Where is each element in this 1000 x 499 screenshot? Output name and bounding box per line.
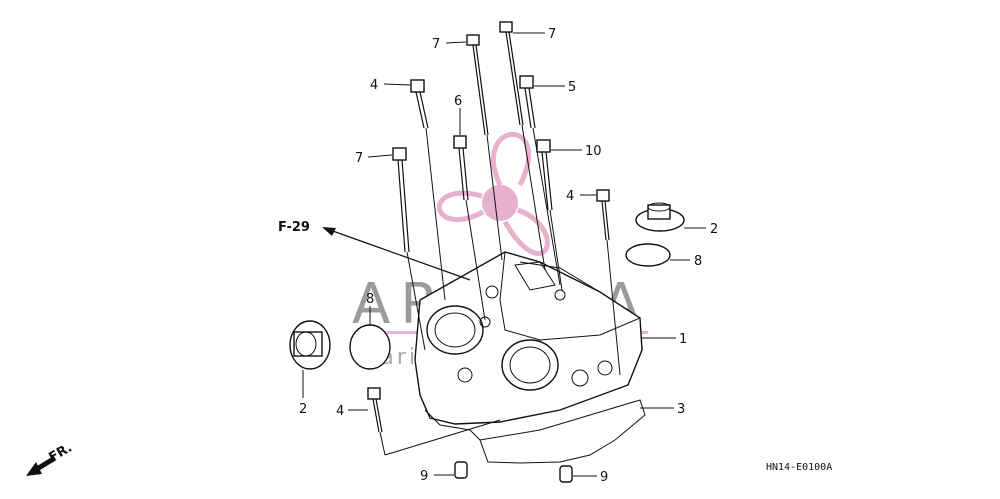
watermark-logo	[436, 131, 550, 257]
callout-number: 1	[679, 332, 687, 347]
callout-number: 10	[585, 144, 602, 159]
reference-label: F-29	[278, 220, 310, 235]
filler-cap-left	[289, 320, 331, 370]
callout-number: 4	[566, 189, 574, 204]
callout-number: 9	[600, 470, 608, 485]
cylinder-head-cover	[414, 251, 643, 425]
callout-number: 7	[548, 27, 556, 42]
callout-number: 3	[677, 402, 685, 417]
assembly-guide-lines	[379, 124, 621, 456]
callout-number: 7	[432, 37, 440, 52]
head-cover-gasket	[479, 399, 646, 464]
callout-number: 5	[568, 80, 576, 95]
callout-number: 2	[299, 402, 307, 417]
callout-number: 2	[710, 222, 718, 237]
front-direction-label: FR.	[47, 440, 75, 465]
callout-number: 9	[420, 469, 428, 484]
bolts	[367, 21, 610, 433]
callout-leaders	[302, 32, 706, 477]
callout-number: 8	[694, 254, 702, 269]
dowel-pins	[454, 461, 573, 483]
o-ring-left	[349, 324, 391, 370]
callout-number: 4	[370, 78, 378, 93]
diagram-code: HN14-E0100A	[766, 462, 832, 473]
callout-number: 8	[366, 292, 374, 307]
o-ring-right	[625, 243, 671, 267]
filler-cap-right	[635, 202, 685, 232]
gasket-edge	[424, 409, 481, 441]
front-direction-arrow	[26, 455, 57, 476]
callout-number: 6	[454, 94, 462, 109]
callout-number: 7	[355, 151, 363, 166]
reference-arrow	[322, 227, 471, 281]
callout-number: 4	[336, 404, 344, 419]
